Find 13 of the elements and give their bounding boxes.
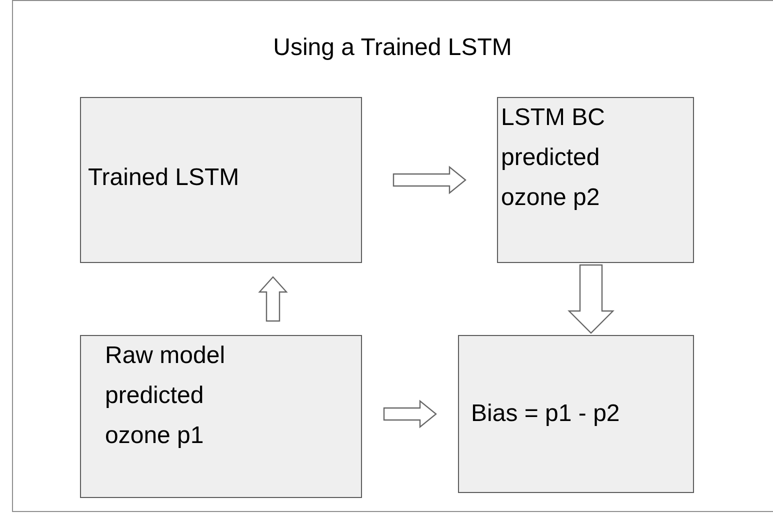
diagram-title: Using a Trained LSTM xyxy=(272,34,513,62)
block-arrow xyxy=(568,264,614,334)
box-label: LSTM BC predicted ozone p2 xyxy=(501,103,606,213)
process-box xyxy=(458,335,694,493)
block-arrow xyxy=(392,166,466,194)
box-label: Raw model predicted ozone p1 xyxy=(105,341,226,451)
box-label: Trained LSTM xyxy=(88,163,240,193)
process-box xyxy=(497,97,694,263)
process-box xyxy=(80,335,362,498)
process-box xyxy=(80,97,362,263)
box-label: Bias = p1 - p2 xyxy=(471,399,621,429)
block-arrow xyxy=(258,276,288,322)
block-arrow xyxy=(383,400,437,428)
